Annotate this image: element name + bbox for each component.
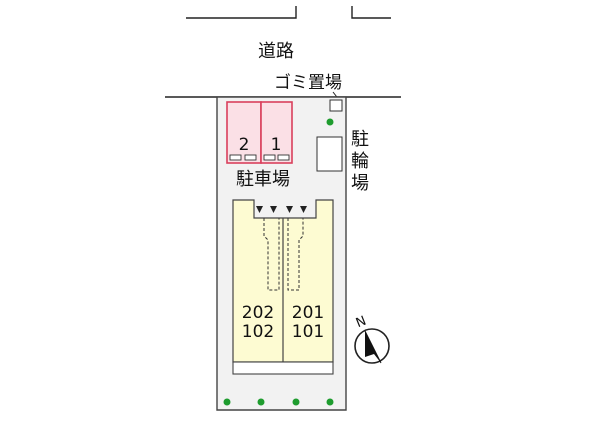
tree-dot-icon (292, 398, 300, 406)
tree-dot-icon (326, 398, 334, 406)
parking-area: 2 1 (226, 101, 293, 164)
trees (223, 118, 334, 406)
north-compass: N (354, 314, 390, 364)
building: 202 102 201 101 (232, 199, 334, 375)
unit-201-label: 201 (292, 303, 324, 323)
entrance-triangle-icon (286, 206, 293, 213)
stair-outline-right (287, 218, 304, 291)
unit-102-label: 102 (242, 322, 274, 342)
bicycle-parking-label-char-1: 駐 (351, 129, 369, 150)
wheel-stop (277, 154, 290, 161)
trash-area-box (329, 99, 343, 112)
parking-space-1-number: 1 (271, 135, 282, 155)
road-label: 道路 (258, 41, 294, 62)
compass-arrow-shaft (364, 330, 382, 364)
bicycle-parking-box (316, 136, 343, 172)
bicycle-parking-label-char-3: 場 (351, 173, 369, 194)
wheel-stop (229, 154, 242, 161)
wheel-stop (244, 154, 257, 161)
stair-outline-left (263, 218, 280, 291)
tree-dot-icon (223, 398, 231, 406)
trash-area-label: ゴミ置場 (274, 72, 342, 93)
tree-dot-icon (257, 398, 265, 406)
balcony (232, 361, 334, 375)
parking-label: 駐車場 (236, 169, 290, 190)
parking-space-2-number: 2 (239, 135, 250, 155)
wheel-stop (263, 154, 276, 161)
tree-dot-icon (326, 118, 334, 126)
parking-space-2 (226, 101, 262, 164)
entrance-triangle-icon (256, 206, 263, 213)
entrance-triangle-icon (300, 206, 307, 213)
unit-101-label: 101 (292, 322, 324, 342)
parking-space-1 (260, 101, 293, 164)
entrance-triangle-icon (270, 206, 277, 213)
north-label: N (354, 314, 369, 332)
neighbor-lot-lines (186, 6, 391, 19)
unit-202-label: 202 (242, 303, 274, 323)
bicycle-parking-label-char-2: 輪 (351, 151, 369, 172)
